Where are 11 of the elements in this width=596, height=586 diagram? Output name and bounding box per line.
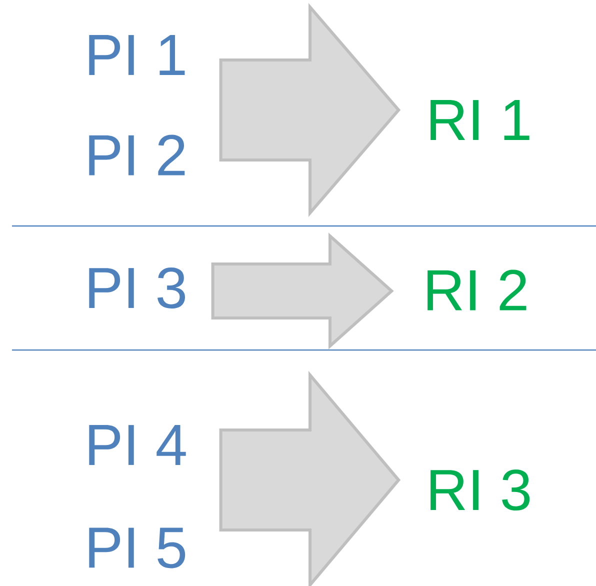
input-label: PI 1 — [89, 35, 185, 75]
input-label: PI 2 — [89, 134, 185, 176]
result-label: RI 1 — [430, 100, 530, 140]
block-arrow — [219, 2, 401, 218]
result-label: RI 2 — [428, 270, 526, 310]
input-label: PI 5 — [89, 528, 186, 568]
input-label: PI 3 — [89, 267, 185, 309]
result-label: RI 3 — [430, 469, 530, 511]
input-label: PI 4 — [89, 425, 186, 465]
block-arrow — [211, 232, 394, 350]
block-arrow — [219, 370, 401, 586]
